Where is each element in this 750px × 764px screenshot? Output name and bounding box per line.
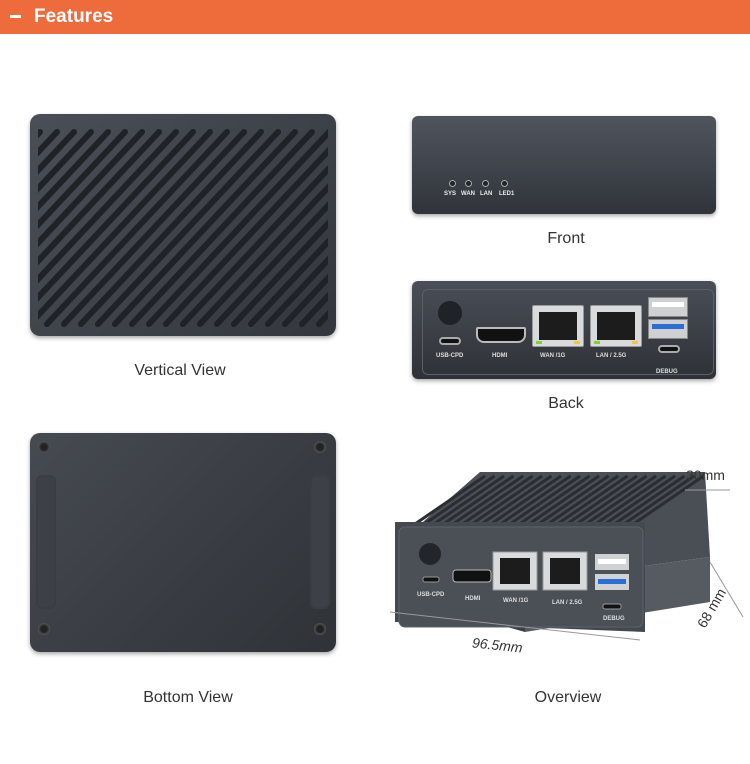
usb-a-port-3-icon [648,319,688,339]
features-header: Features [0,0,750,34]
fin-groove [78,129,264,327]
led-lan-icon [482,180,489,187]
fin-groove [95,129,281,327]
device-front-view: SYS WAN LAN LED1 [412,116,716,214]
fin-groove [38,129,145,327]
overview-label-usb-cpd: USB-CPD [417,592,445,598]
usb-c-pd-port-icon [439,337,461,345]
fin-groove [414,474,486,526]
screw-icon [314,623,326,635]
led-label-lan: LAN [480,191,493,197]
wifi-button-icon [438,301,462,325]
rubber-foot-strip [36,475,56,609]
hdmi-port-icon [476,327,526,343]
overview-label-hdmi: HDMI [465,596,481,602]
wan-port-icon [532,305,584,347]
dimension-height: 30mm [686,467,725,483]
fin-groove [518,474,591,526]
fin-groove [490,474,562,526]
label-debug: DEBUG [656,369,678,375]
caption-vertical-view: Vertical View [134,362,226,379]
fin-groove [556,474,629,526]
overview-label-lan: LAN / 2.5G [552,600,583,606]
caption-overview: Overview [534,689,602,706]
fin-groove [452,474,524,526]
fin-groove [265,129,328,327]
screw-icon [38,623,50,635]
label-hdmi: HDMI [492,353,508,359]
fin-groove [38,129,128,327]
label-wan: WAN /1G [540,353,566,359]
fin-groove [480,474,553,526]
caption-back: Back [548,395,584,412]
fin-groove [594,474,667,526]
fin-groove [528,474,600,526]
screw-icon [314,441,326,453]
fin-groove [112,129,298,327]
fin-groove [282,129,328,327]
fin-groove [197,129,328,327]
fin-groove [231,129,328,327]
fin-groove [433,474,505,526]
led-label-wan: WAN [461,191,475,197]
caption-front: Front [547,230,585,247]
fin-groove [423,474,496,526]
led-label-led1: LED1 [499,191,515,197]
device-top-view [30,114,336,336]
label-lan: LAN / 2.5G [596,353,627,359]
device-overview-illustration: USB-CPD HDMI WAN /1G LAN / 2.5G DEBUG [389,472,744,641]
fin-groove [499,474,572,526]
fin-groove [61,129,247,327]
device-back-view: USB-CPD HDMI WAN /1G LAN / 2.5G DEBUG [412,281,716,379]
back-panel-frame [422,289,714,375]
fin-groove [38,129,77,327]
usb-a-port-2-icon [648,297,688,317]
fin-groove [585,474,657,526]
fin-groove [38,129,111,327]
led-led1-icon [501,180,508,187]
fin-groove [471,474,543,526]
overview-label-debug: DEBUG [603,616,625,622]
fin-groove [461,474,534,526]
fin-groove [509,474,581,526]
collapse-icon[interactable] [10,15,21,18]
debug-port-icon [658,345,680,353]
fin-groove [214,129,328,327]
fin-groove [163,129,328,327]
section-title: Features [34,6,114,27]
fin-groove [613,474,686,526]
led-sys-icon [449,180,456,187]
led-label-sys: SYS [444,191,457,197]
caption-bottom-view: Bottom View [143,689,233,706]
fin-groove [146,129,328,327]
fin-groove [566,474,638,526]
screw-icon [38,441,50,453]
fin-groove [38,129,213,327]
fin-groove [632,474,705,526]
fin-groove [38,129,179,327]
rubber-foot-strip [310,475,330,609]
fin-groove [38,129,196,327]
label-usb-cpd: USB-CPD [436,353,464,359]
fin-groove [575,474,648,526]
device-bottom-view [30,433,336,652]
fin-groove [623,474,695,526]
fin-groove [248,129,328,327]
overview-label-wan: WAN /1G [503,598,529,604]
fin-groove [442,474,515,526]
heat-sink-fins [38,129,328,327]
fin-groove [38,129,94,327]
fin-groove [547,474,619,526]
fin-groove [44,129,230,327]
fin-groove [180,129,328,327]
fin-groove [38,129,162,327]
led-wan-icon [465,180,472,187]
fin-groove [129,129,315,327]
fin-groove [604,474,676,526]
fin-groove [537,474,610,526]
lan-port-icon [590,305,642,347]
